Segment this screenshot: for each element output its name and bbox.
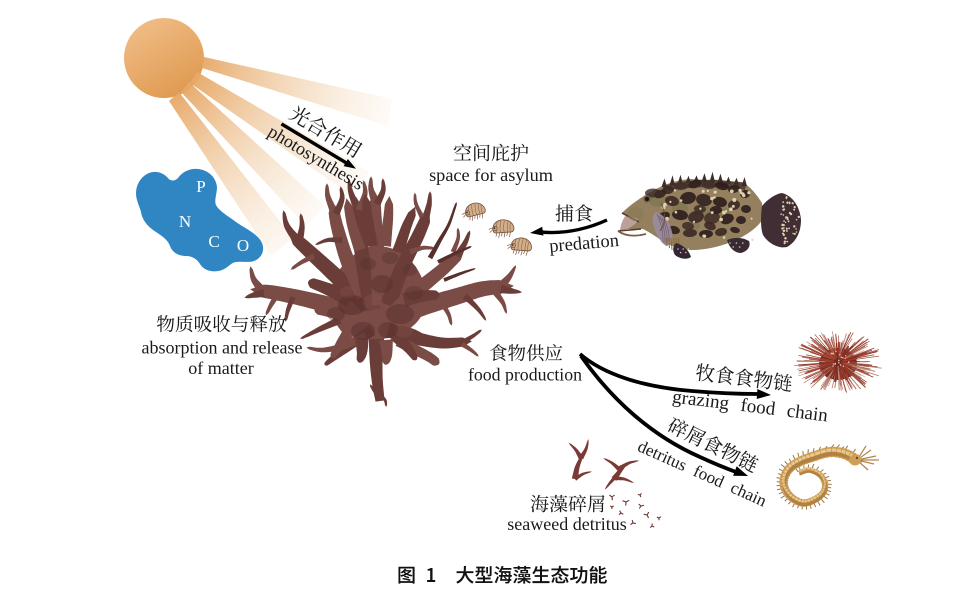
svg-text:space for asylum: space for asylum bbox=[429, 165, 553, 185]
svg-text:food production: food production bbox=[468, 365, 582, 385]
svg-text:of matter: of matter bbox=[188, 358, 253, 378]
svg-text:P: P bbox=[196, 177, 205, 196]
svg-text:seaweed detritus: seaweed detritus bbox=[507, 514, 626, 534]
svg-text:absorption and release: absorption and release bbox=[142, 338, 303, 358]
svg-text:O: O bbox=[237, 236, 249, 255]
svg-text:C: C bbox=[208, 232, 219, 251]
svg-text:N: N bbox=[179, 212, 191, 231]
